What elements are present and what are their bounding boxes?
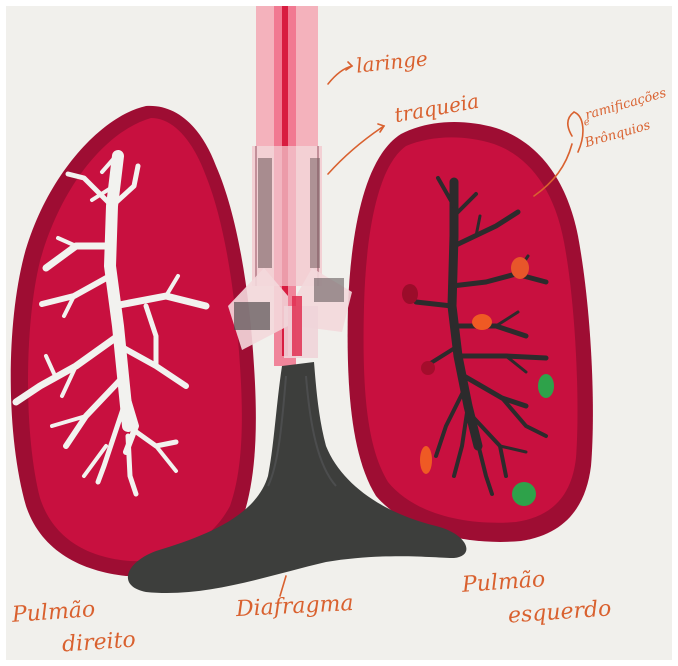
lung-model-illustration: [6, 6, 672, 660]
label-pulmao-direito-2: direito: [61, 629, 136, 656]
dark-red-clay-blob: [402, 284, 418, 304]
orange-clay-blob: [511, 257, 529, 279]
left-lung-felt: [364, 137, 578, 522]
branch-shadow: [314, 278, 344, 302]
orange-clay-blob: [472, 314, 492, 330]
green-clay-blob: [512, 482, 536, 506]
lung-model-photo: laringe traqueia ramificações e Brônquio…: [6, 6, 672, 660]
tape-shadow: [258, 158, 272, 268]
tape-shadow: [310, 158, 320, 268]
left-lung: [348, 122, 593, 542]
orange-clay-blob: [420, 446, 432, 474]
green-clay-blob: [538, 374, 554, 398]
label-pulmao-esquerdo-1: Pulmão: [461, 569, 546, 597]
label-pulmao-direito-1: Pulmão: [11, 599, 96, 627]
branch-shadow: [234, 302, 270, 330]
dark-red-clay-blob: [421, 361, 435, 375]
red-core-bottom: [292, 296, 302, 356]
